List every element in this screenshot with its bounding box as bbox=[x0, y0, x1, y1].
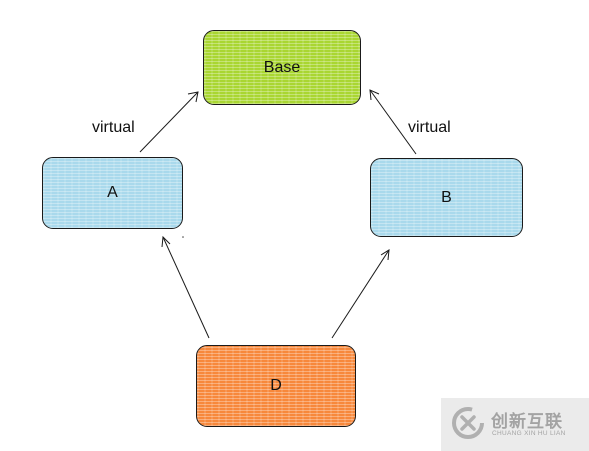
node-a-label: A bbox=[107, 184, 118, 201]
edge-label-b-base: virtual bbox=[408, 119, 451, 136]
arrowhead-a-to-base bbox=[187, 91, 199, 103]
arrow-a-to-base bbox=[139, 91, 199, 153]
node-b-label: B bbox=[441, 188, 452, 206]
arrowhead-b-to-base bbox=[369, 89, 380, 101]
watermark-name: 创新互联 bbox=[491, 412, 563, 432]
node-d: D bbox=[196, 345, 356, 427]
arrow-b-to-base bbox=[369, 89, 417, 155]
node-base: Base bbox=[203, 30, 361, 105]
node-d-label: D bbox=[270, 377, 282, 394]
arrowhead-d-to-b bbox=[380, 249, 390, 261]
watermark-logo-icon bbox=[452, 407, 484, 439]
watermark: 创新互联 CHUANG XIN HU LIAN bbox=[441, 398, 589, 451]
edge-label-a-base: virtual bbox=[92, 119, 135, 136]
node-b: B bbox=[370, 158, 523, 237]
stray-dot bbox=[182, 236, 184, 238]
watermark-subtitle: CHUANG XIN HU LIAN bbox=[492, 430, 566, 437]
arrow-d-to-b bbox=[331, 249, 390, 339]
arrowhead-d-to-a bbox=[161, 235, 171, 248]
node-a: A bbox=[42, 157, 183, 229]
arrow-d-to-a bbox=[162, 236, 210, 339]
node-base-label: Base bbox=[263, 58, 301, 76]
